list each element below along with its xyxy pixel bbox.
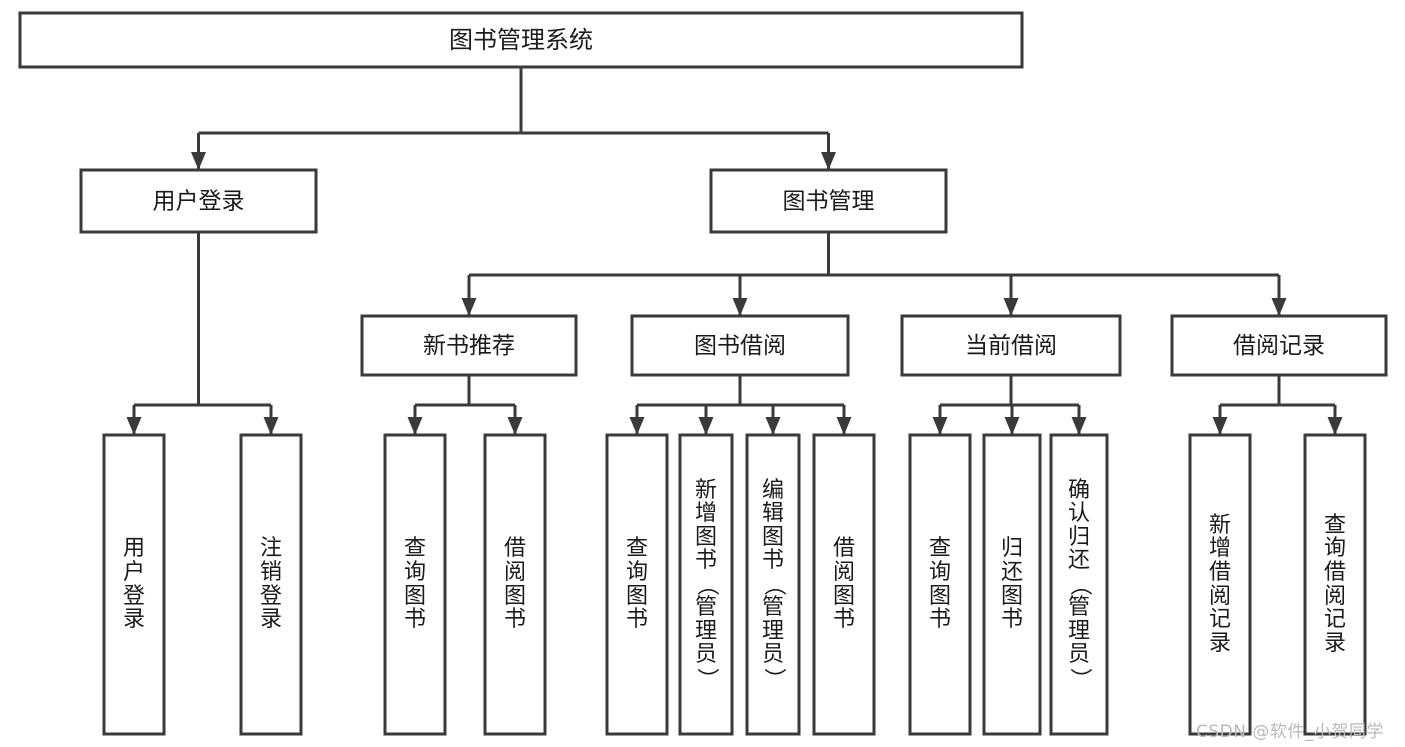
node-leaf-query-book-3[interactable] xyxy=(908,433,972,736)
node-leaf-borrow-book-2[interactable] xyxy=(812,433,876,736)
connector-arrowhead xyxy=(263,417,279,435)
node-leaf-add-book-admin[interactable] xyxy=(678,433,734,736)
node-leaf-query-borrow-record[interactable] xyxy=(1303,433,1367,736)
connector-arrowhead xyxy=(765,417,781,435)
node-label: 用户登录 xyxy=(153,189,245,215)
connector-arrowhead xyxy=(821,152,836,170)
node-box xyxy=(383,433,447,736)
node-leaf-add-borrow-record[interactable] xyxy=(1188,433,1252,736)
node-box xyxy=(102,433,166,736)
node-book-manage[interactable] xyxy=(709,168,948,234)
connector-arrowhead xyxy=(191,152,206,170)
connector-arrowhead xyxy=(126,417,142,435)
node-new-book-recommend[interactable] xyxy=(360,314,578,377)
node-box xyxy=(900,314,1122,377)
connector-arrowhead xyxy=(461,298,477,316)
node-leaf-borrow-book-1[interactable] xyxy=(483,433,547,736)
node-box xyxy=(812,433,876,736)
node-box xyxy=(18,11,1024,69)
node-root[interactable] xyxy=(18,11,1024,69)
connector-layer xyxy=(126,67,1343,435)
node-box xyxy=(745,433,801,736)
node-box xyxy=(982,433,1042,736)
node-label: 借阅记录 xyxy=(1233,333,1325,359)
node-box xyxy=(1303,433,1367,736)
connector-arrowhead xyxy=(1271,298,1287,316)
node-leaf-logout[interactable] xyxy=(239,433,303,736)
node-current-borrow[interactable] xyxy=(900,314,1122,377)
connector-arrowhead xyxy=(1071,417,1087,435)
node-box xyxy=(1170,314,1388,377)
connector-arrowhead xyxy=(1004,417,1020,435)
connector-arrowhead xyxy=(407,417,423,435)
connector-arrowhead xyxy=(932,417,948,435)
connector-arrowhead xyxy=(507,417,523,435)
connector-arrowhead xyxy=(1003,298,1019,316)
connector-arrowhead xyxy=(836,417,852,435)
connector-arrowhead xyxy=(698,417,714,435)
node-leaf-edit-book-admin[interactable] xyxy=(745,433,801,736)
node-label: 图书借阅 xyxy=(694,333,786,359)
node-label: 新书推荐 xyxy=(423,333,515,359)
node-box xyxy=(678,433,734,736)
connector-arrowhead xyxy=(1212,417,1228,435)
node-leaf-confirm-return-admin[interactable] xyxy=(1049,433,1109,736)
node-label: 当前借阅 xyxy=(965,333,1057,359)
node-box xyxy=(79,168,318,234)
node-label: 图书管理 xyxy=(783,189,875,215)
node-borrow-record[interactable] xyxy=(1170,314,1388,377)
node-box xyxy=(360,314,578,377)
node-leaf-query-book-1[interactable] xyxy=(383,433,447,736)
connector-arrowhead xyxy=(629,417,645,435)
connector-arrowhead xyxy=(1327,417,1343,435)
node-box xyxy=(483,433,547,736)
node-label: 图书管理系统 xyxy=(449,26,593,54)
node-box xyxy=(908,433,972,736)
node-leaf-user-login[interactable] xyxy=(102,433,166,736)
node-box xyxy=(239,433,303,736)
node-leaf-query-book-2[interactable] xyxy=(605,433,669,736)
node-leaf-return-book[interactable] xyxy=(982,433,1042,736)
node-box xyxy=(1049,433,1109,736)
node-user-login[interactable] xyxy=(79,168,318,234)
node-box xyxy=(630,314,850,377)
node-book-borrow[interactable] xyxy=(630,314,850,377)
connector-arrowhead xyxy=(732,298,748,316)
node-box xyxy=(709,168,948,234)
node-box xyxy=(1188,433,1252,736)
node-box xyxy=(605,433,669,736)
